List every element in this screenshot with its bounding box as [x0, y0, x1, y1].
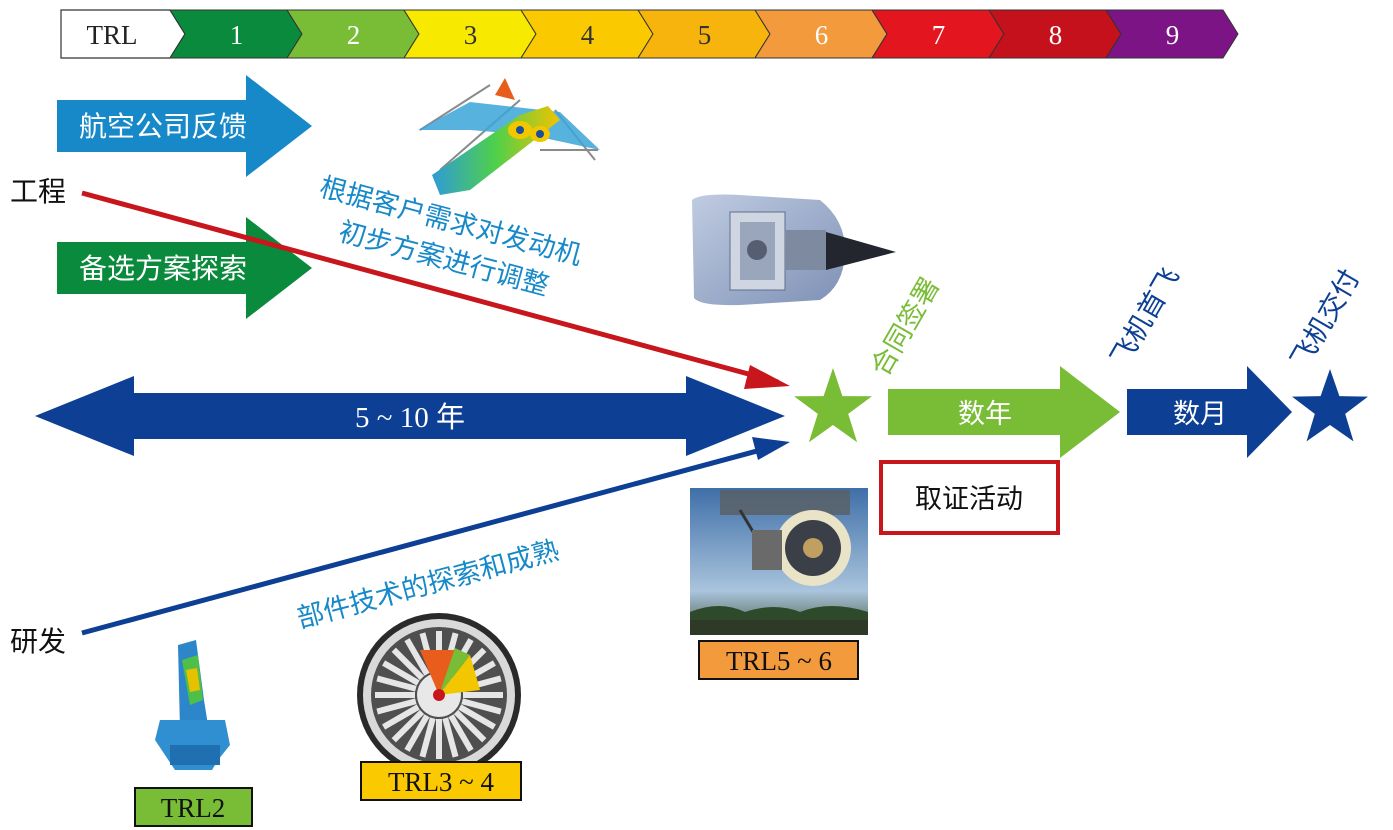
duration-months-label: 数月: [1173, 399, 1227, 430]
engineering-path-arrowhead: [744, 365, 790, 389]
trl-scale-bar: TRL 1 2 3 4 5 6 7 8 9: [61, 10, 1238, 58]
contract-signing-label: 合同签署: [865, 272, 946, 381]
trl-level-2-label: 2: [347, 20, 361, 50]
engine-test-stand-image: [690, 488, 868, 635]
engineering-label: 工程: [10, 175, 66, 208]
first-flight-label: 飞机首飞: [1105, 262, 1186, 371]
alternative-exploration-label: 备选方案探索: [79, 252, 247, 285]
trl-level-4-label: 4: [581, 20, 595, 50]
research-path-line: [82, 448, 768, 633]
certification-box: 取证活动: [881, 462, 1058, 533]
airline-feedback-arrow: 航空公司反馈: [57, 75, 312, 177]
trl-level-3-label: 3: [464, 20, 478, 50]
delivery-annotation: 飞机交付: [1285, 264, 1366, 373]
turbine-blade-image: [155, 640, 230, 770]
trl-level-5-label: 5: [698, 20, 712, 50]
research-label: 研发: [10, 625, 66, 658]
duration-months-arrow: 数月: [1127, 366, 1292, 458]
contract-signing-annotation: 合同签署: [865, 272, 946, 381]
research-path-arrowhead: [752, 437, 790, 460]
duration-5-10-years-arrow: 5 ~ 10 年: [35, 376, 785, 456]
alternative-exploration-arrow: 备选方案探索: [57, 217, 312, 319]
engine-cutaway-image: [692, 195, 896, 306]
delivery-star-icon: [1292, 369, 1368, 441]
contract-signing-star-icon: [794, 368, 872, 442]
trl-level-8-label: 8: [1049, 20, 1063, 50]
trl34-label: TRL3 ~ 4: [388, 767, 495, 797]
certification-label: 取证活动: [915, 484, 1023, 515]
delivery-label: 飞机交付: [1285, 264, 1366, 373]
duration-years-arrow: 数年: [888, 366, 1120, 458]
aircraft-model-image: [418, 78, 600, 195]
trl-level-1-label: 1: [230, 20, 244, 50]
duration-years-label: 数年: [958, 399, 1012, 430]
trl2-label: TRL2: [161, 793, 226, 823]
trl-label: TRL: [87, 20, 138, 50]
duration-long-label: 5 ~ 10 年: [355, 401, 465, 434]
trl-level-6-label: 6: [815, 20, 829, 50]
first-flight-annotation: 飞机首飞: [1105, 262, 1186, 371]
trl-level-7-label: 7: [932, 20, 946, 50]
trl-level-9-label: 9: [1166, 20, 1180, 50]
airline-feedback-label: 航空公司反馈: [79, 110, 247, 143]
turbine-disk-image: [357, 613, 521, 777]
trl56-label: TRL5 ~ 6: [726, 646, 832, 676]
